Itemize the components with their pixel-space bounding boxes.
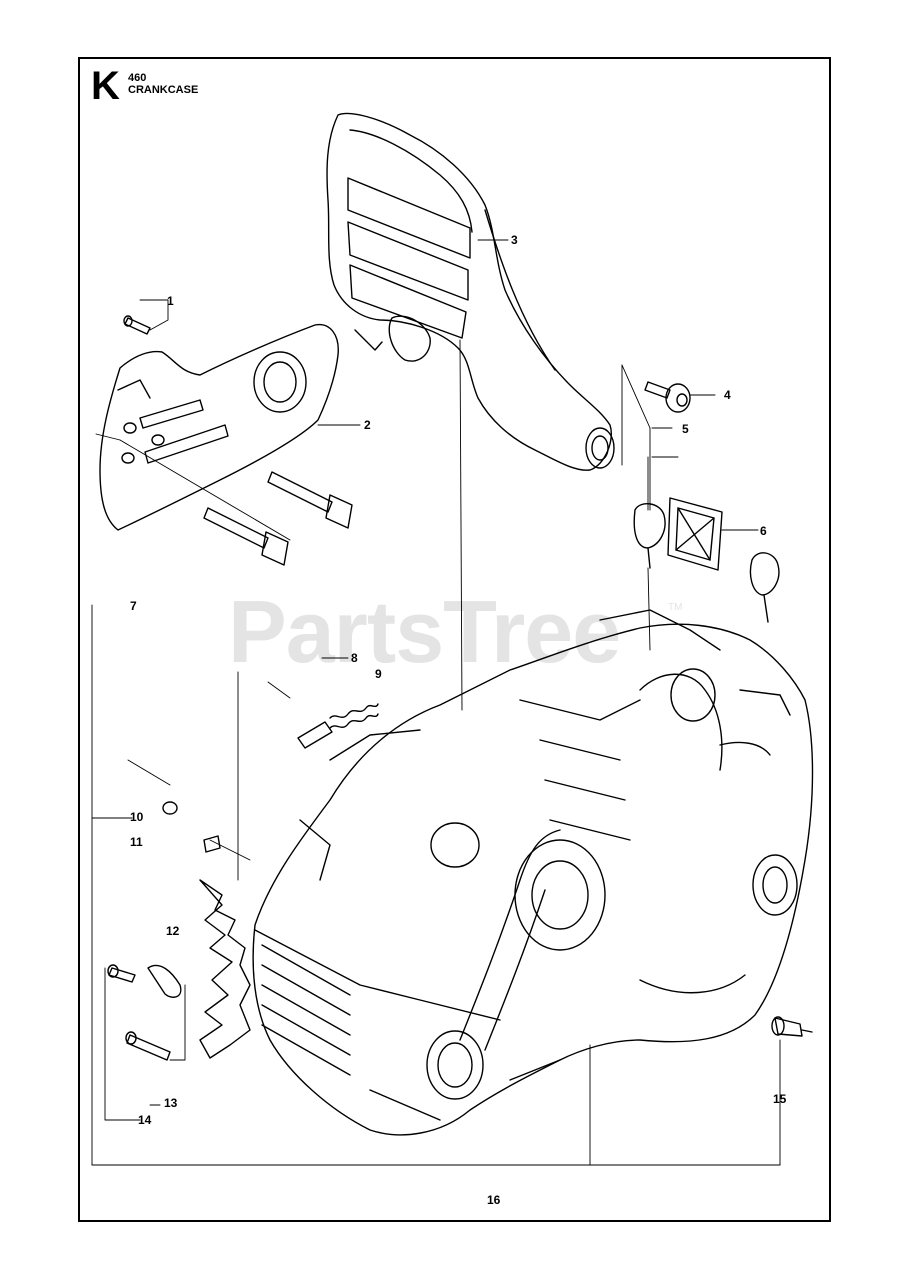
part-12-bracket — [200, 880, 250, 1058]
callout-9: 9 — [375, 667, 382, 681]
watermark-tm: TM — [668, 602, 683, 613]
callout-7: 7 — [130, 599, 137, 613]
callout-14: 14 — [138, 1113, 152, 1127]
callout-15: 15 — [773, 1092, 787, 1106]
callout-5: 5 — [682, 422, 689, 436]
model-number: 460 — [128, 72, 147, 84]
callout-8: 8 — [351, 651, 358, 665]
watermark-text: PartsTree — [228, 582, 621, 681]
section-letter: K — [91, 64, 120, 108]
callout-6: 6 — [760, 524, 767, 538]
callout-4: 4 — [724, 388, 731, 402]
callout-10: 10 — [130, 810, 144, 824]
callout-11: 11 — [130, 835, 143, 849]
part-10-11-plug — [163, 802, 220, 852]
section-title: CRANKCASE — [128, 84, 199, 96]
callout-1: 1 — [167, 294, 174, 308]
callout-13: 13 — [164, 1096, 178, 1110]
part-6-filter — [668, 498, 722, 570]
page-frame — [78, 57, 831, 1222]
part-15-av-mount — [772, 1017, 812, 1036]
callout-3: 3 — [511, 233, 518, 247]
part-3-rear-handle — [327, 114, 614, 471]
callout-2: 2 — [364, 418, 371, 432]
leader-lines — [92, 240, 780, 1165]
part-4-nut — [645, 382, 690, 412]
bar-bolts — [204, 472, 352, 565]
part-1-screw — [124, 316, 150, 334]
callout-12: 12 — [166, 924, 180, 938]
part-13-14-screws — [108, 965, 181, 1060]
part-2-chain-guard — [100, 325, 338, 530]
part-8-9-spring — [298, 704, 378, 748]
page-number: 16 — [487, 1193, 501, 1207]
part-5-av-mount — [634, 504, 779, 622]
part-16-crankcase — [253, 610, 812, 1135]
